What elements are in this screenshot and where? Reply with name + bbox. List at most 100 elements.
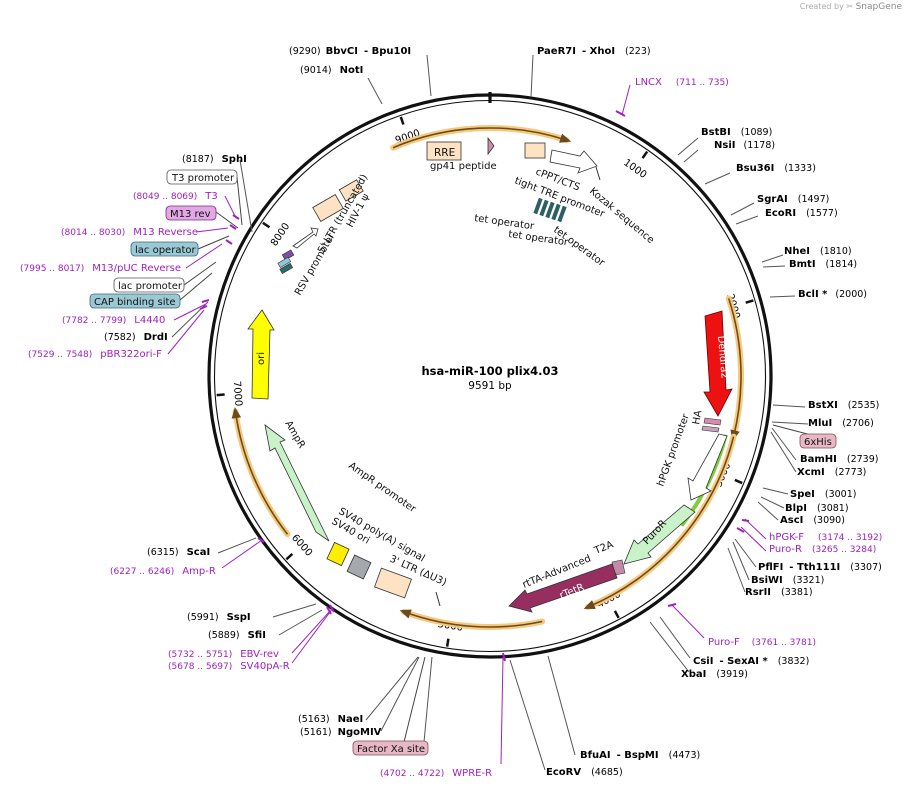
boxed-labels: T3 promoter M13 rev lac operator lac pro… bbox=[89, 169, 837, 756]
svg-text:(8014 .. 8030)M13 Reverse: (8014 .. 8030)M13 Reverse bbox=[61, 227, 198, 238]
tick-mark bbox=[285, 553, 294, 561]
enzyme-leader-lines bbox=[171, 54, 809, 771]
svg-text:XbaI(3919): XbaI(3919) bbox=[681, 669, 748, 680]
primer-name: Puro-F bbox=[708, 637, 740, 648]
enzyme-name: CsiI bbox=[693, 656, 713, 667]
enzyme-name: MluI bbox=[808, 418, 832, 429]
box-factor-xa: Factor Xa site bbox=[352, 740, 429, 756]
svg-text:MluI(2706): MluI(2706) bbox=[808, 418, 874, 429]
plasmid-size: 9591 bp bbox=[468, 380, 512, 392]
feature-sv40-pa bbox=[346, 554, 372, 580]
enzyme-name: PflFI bbox=[758, 562, 783, 573]
svg-text:Puro-R(3265 .. 3284): Puro-R(3265 .. 3284) bbox=[769, 544, 876, 555]
enzyme-name: BclI * bbox=[798, 289, 828, 300]
enzyme-pos: (3321) bbox=[793, 575, 825, 586]
feature-ori bbox=[247, 309, 275, 400]
enzyme-name-2: BspMI bbox=[624, 750, 658, 761]
enzyme-pos: (1089) bbox=[741, 127, 773, 138]
feature-dendra2 bbox=[703, 310, 733, 417]
enzyme-pos: (9014) bbox=[300, 65, 332, 76]
svg-text:(8049 .. 8069)T3: (8049 .. 8069)T3 bbox=[133, 191, 218, 202]
enzyme-name: XcmI bbox=[797, 467, 825, 478]
tick-mark bbox=[216, 393, 225, 397]
label-ampr: AmpR bbox=[282, 419, 306, 450]
primer-range: (5678 .. 5697) bbox=[168, 662, 232, 672]
label-t2a: T2A bbox=[592, 539, 615, 557]
enzyme-name: NaeI bbox=[338, 714, 364, 725]
svg-text:Factor Xa site: Factor Xa site bbox=[357, 744, 425, 755]
primer-name: hPGK-F bbox=[769, 532, 804, 543]
enzyme-name: AscI bbox=[780, 515, 803, 526]
enzyme-name: EcoRI bbox=[765, 208, 796, 219]
feature-rsv-arrow bbox=[292, 227, 319, 249]
primer-labels: LNCX(711 .. 735) hPGK-F(3174 .. 3192) Pu… bbox=[20, 77, 882, 779]
svg-text:RsrII(3381): RsrII(3381) bbox=[745, 587, 813, 598]
enzyme-pos: (5161) bbox=[300, 727, 332, 738]
svg-text:EcoRI(1577): EcoRI(1577) bbox=[765, 208, 838, 219]
svg-text:hPGK-F(3174 .. 3192): hPGK-F(3174 .. 3192) bbox=[769, 532, 882, 543]
enzyme-pos: (3090) bbox=[813, 515, 845, 526]
enzyme-pos: (3832) bbox=[778, 656, 810, 667]
primer-name: pBR322ori-F bbox=[100, 349, 162, 360]
feature-gp41 bbox=[487, 136, 495, 156]
enzyme-name: SpeI bbox=[790, 489, 815, 500]
enzyme-name: NotI bbox=[340, 65, 364, 76]
box-cap-binding-site: CAP binding site bbox=[89, 293, 181, 309]
enzyme-pos: (3381) bbox=[781, 587, 813, 598]
svg-text:lac promoter: lac promoter bbox=[118, 281, 183, 292]
enzyme-pos: (8187) bbox=[182, 154, 214, 165]
feature-rttetr bbox=[508, 563, 618, 613]
box-m13-rev: M13 rev bbox=[165, 205, 217, 221]
svg-text:(7582)DrdI: (7582)DrdI bbox=[104, 332, 168, 343]
primer-range: (6227 .. 6246) bbox=[110, 567, 174, 577]
enzyme-pos: (1178) bbox=[743, 140, 775, 151]
primer-range: (7995 .. 8017) bbox=[20, 264, 84, 274]
enzyme-pos: (5889) bbox=[208, 630, 240, 641]
svg-text:BclI *(2000): BclI *(2000) bbox=[798, 289, 867, 300]
enzyme-name: BamHI bbox=[800, 454, 837, 465]
svg-text:(9290)BbvCI- Bpu10I: (9290)BbvCI- Bpu10I bbox=[289, 46, 411, 57]
enzyme-name: BstBI bbox=[701, 127, 731, 138]
enzyme-pos: (1810) bbox=[820, 246, 852, 257]
plasmid-name: hsa-miR-100 plix4.03 bbox=[421, 364, 558, 378]
enzyme-name: NgoMIV bbox=[338, 727, 382, 738]
orf-core bbox=[583, 436, 735, 609]
tick-label: 8000 bbox=[269, 221, 292, 248]
primer-name: T3 bbox=[204, 191, 217, 202]
enzyme-name: NsiI bbox=[714, 140, 735, 151]
svg-text:M13 rev: M13 rev bbox=[170, 209, 211, 220]
svg-text:BmtI(1814): BmtI(1814) bbox=[789, 259, 857, 270]
primer-name: M13/pUC Reverse bbox=[92, 263, 181, 274]
svg-text:(5678 .. 5697)SV40pA-R: (5678 .. 5697)SV40pA-R bbox=[168, 661, 290, 672]
tick-mark bbox=[445, 638, 450, 647]
tick-mark bbox=[399, 116, 405, 125]
feature-left-small-boxes bbox=[277, 249, 295, 275]
primer-name: EBV-rev bbox=[240, 649, 279, 660]
box-6xhis: 6xHis bbox=[799, 433, 837, 449]
feature-hpgk-arrow bbox=[687, 433, 728, 501]
feature-5ltr bbox=[312, 194, 344, 222]
feature-hiv-psi bbox=[338, 179, 364, 202]
enzyme-name: SgrAI bbox=[757, 194, 788, 205]
enzyme-name-2: XhoI bbox=[590, 46, 615, 57]
enzyme-pos: (3919) bbox=[716, 669, 748, 680]
svg-text:BfuAI- BspMI(4473): BfuAI- BspMI(4473) bbox=[580, 750, 700, 761]
enzyme-pos: (3307) bbox=[850, 562, 882, 573]
label-dendra2: Dendra2 bbox=[715, 335, 730, 379]
primer-range: (3761 .. 3781) bbox=[752, 638, 816, 648]
enzyme-name: SphI bbox=[222, 154, 247, 165]
enzyme-pos: (3081) bbox=[817, 503, 849, 514]
enzyme-pos: (4473) bbox=[669, 750, 701, 761]
feature-sv40-ori bbox=[326, 541, 350, 567]
svg-text:BlpI(3081): BlpI(3081) bbox=[785, 503, 849, 514]
tick-mark bbox=[613, 610, 620, 619]
enzyme-pos: (223) bbox=[625, 46, 651, 57]
svg-text:(4702 .. 4722)WPRE-R: (4702 .. 4722)WPRE-R bbox=[380, 768, 492, 779]
primer-name: L4440 bbox=[134, 315, 165, 326]
enzyme-name: PaeR7I bbox=[537, 46, 576, 57]
enzyme-name: SfiI bbox=[248, 630, 266, 641]
enzyme-name: BfuAI bbox=[580, 750, 611, 761]
enzyme-labels: (9290)BbvCI- Bpu10I (9014)NotI PaeR7I- X… bbox=[104, 46, 882, 778]
label-ampr-promoter: AmpR promoter bbox=[346, 460, 418, 515]
